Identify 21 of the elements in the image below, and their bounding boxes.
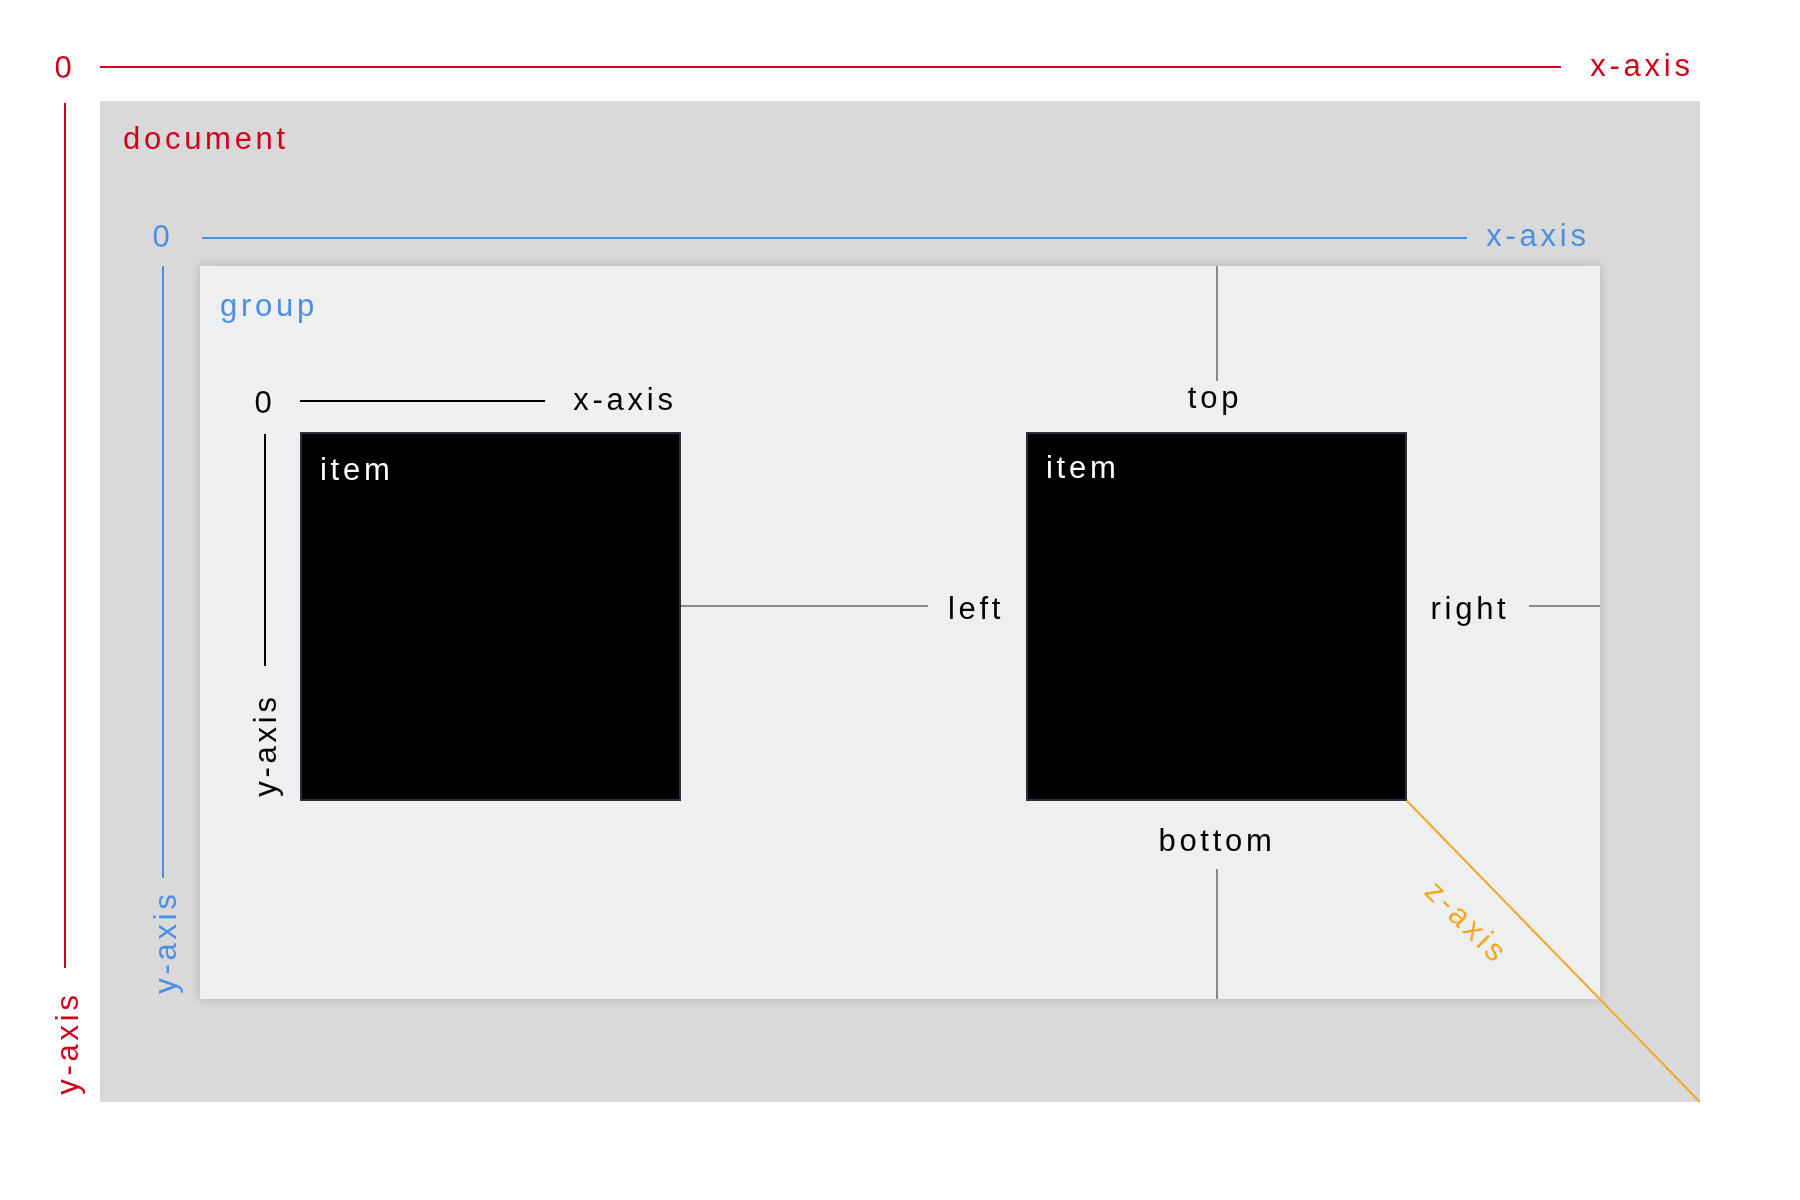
axis-label: x-axis xyxy=(1486,219,1590,251)
axis-label: y-axis xyxy=(249,693,281,797)
axis-label: right xyxy=(1430,592,1510,624)
axis-label: 0 xyxy=(152,220,174,252)
box-label: item xyxy=(1046,452,1120,483)
axis-label: top xyxy=(1187,381,1243,413)
axis-label: x-axis xyxy=(1590,49,1694,81)
item-box xyxy=(300,432,681,801)
axis-label: 0 xyxy=(254,386,276,418)
item-box xyxy=(1026,432,1407,801)
box-label: item xyxy=(320,454,394,485)
axis-label: x-axis xyxy=(573,383,677,415)
axis-label: bottom xyxy=(1158,824,1276,856)
axis-label: y-axis xyxy=(51,991,83,1095)
box-label: group xyxy=(220,290,318,321)
axis-label: left xyxy=(947,592,1005,624)
axis-label: y-axis xyxy=(149,890,181,994)
group-panel xyxy=(200,266,1600,999)
axis-label: 0 xyxy=(54,51,76,83)
document-panel xyxy=(100,101,1700,1102)
box-label: document xyxy=(123,123,289,154)
